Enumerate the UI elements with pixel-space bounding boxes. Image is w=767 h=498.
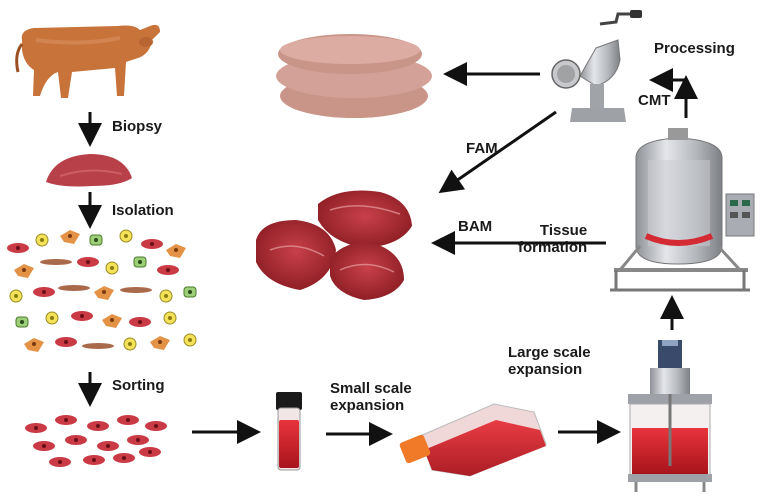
- cell: [129, 317, 151, 327]
- label-large-scale-expansion: Large scale expansion: [508, 344, 591, 378]
- vial-icon: [276, 392, 302, 471]
- cell: [14, 264, 34, 278]
- flow-arrows: [78, 62, 698, 446]
- cow-icon: [15, 24, 160, 98]
- label-tissue-line2: formation: [518, 239, 588, 256]
- label-small-scale-line1: Small scale: [330, 380, 412, 397]
- meat-grinder-icon: [551, 10, 642, 122]
- label-bam: BAM: [458, 218, 493, 235]
- cell: [120, 287, 152, 293]
- label-tissue-formation: Tissue formation: [518, 222, 587, 256]
- label-large-scale-line2: expansion: [508, 361, 583, 378]
- cell: [159, 289, 173, 303]
- sorted-cells-icon: [25, 415, 167, 467]
- cell: [141, 239, 163, 249]
- cell: [94, 286, 114, 300]
- cell: [150, 336, 170, 350]
- sorted-cell: [25, 423, 47, 433]
- label-isolation: Isolation: [112, 202, 174, 219]
- label-large-scale-line1: Large scale: [508, 344, 591, 361]
- sorted-cell: [33, 441, 55, 451]
- muscle-tissue-icon: [46, 154, 132, 187]
- beef-steaks-icon: [256, 190, 412, 300]
- cell: [33, 287, 55, 297]
- cell: [77, 257, 99, 267]
- industrial-bioreactor-icon: [610, 128, 755, 292]
- sorted-cell: [145, 421, 167, 431]
- cell: [24, 338, 44, 352]
- sorted-cell: [117, 415, 139, 425]
- arrow-grinder-to-steaks: [438, 110, 557, 194]
- cell: [15, 316, 29, 328]
- cell: [89, 234, 103, 246]
- mixed-cells-icon: [7, 229, 197, 352]
- cell: [45, 311, 59, 325]
- label-fam: FAM: [466, 140, 498, 157]
- cell: [58, 285, 90, 291]
- sorted-cell: [49, 457, 71, 467]
- cell: [163, 311, 177, 325]
- label-small-scale-expansion: Small scale expansion: [330, 380, 412, 414]
- sorted-cell: [139, 447, 161, 457]
- label-sorting: Sorting: [112, 377, 165, 394]
- culture-flask-icon: [399, 403, 547, 477]
- label-cmt: CMT: [638, 92, 671, 109]
- sorted-cell: [97, 441, 119, 451]
- label-biopsy: Biopsy: [112, 118, 163, 135]
- label-tissue-line1: Tissue: [539, 222, 588, 239]
- cell: [105, 261, 119, 275]
- label-processing: Processing: [654, 40, 735, 57]
- cell: [157, 265, 179, 275]
- cell: [166, 244, 186, 258]
- sorted-cell: [113, 453, 135, 463]
- sorted-cell: [55, 415, 77, 425]
- benchtop-bioreactor-icon: [628, 340, 712, 492]
- cell: [55, 337, 77, 347]
- burger-patties-icon: [276, 34, 432, 118]
- cell: [183, 286, 197, 298]
- cell: [7, 243, 29, 253]
- cell: [71, 311, 93, 321]
- cell: [60, 230, 80, 244]
- sorted-cell: [65, 435, 87, 445]
- cell: [119, 229, 133, 243]
- cell: [183, 333, 197, 347]
- sorted-cell: [83, 455, 105, 465]
- cell: [133, 256, 147, 268]
- cell: [9, 289, 23, 303]
- cell: [35, 233, 49, 247]
- cell: [40, 259, 72, 265]
- cell: [82, 343, 114, 349]
- cell: [123, 337, 137, 351]
- label-small-scale-line2: expansion: [330, 397, 405, 414]
- sorted-cell: [87, 421, 109, 431]
- cell: [102, 314, 122, 328]
- sorted-cell: [127, 435, 149, 445]
